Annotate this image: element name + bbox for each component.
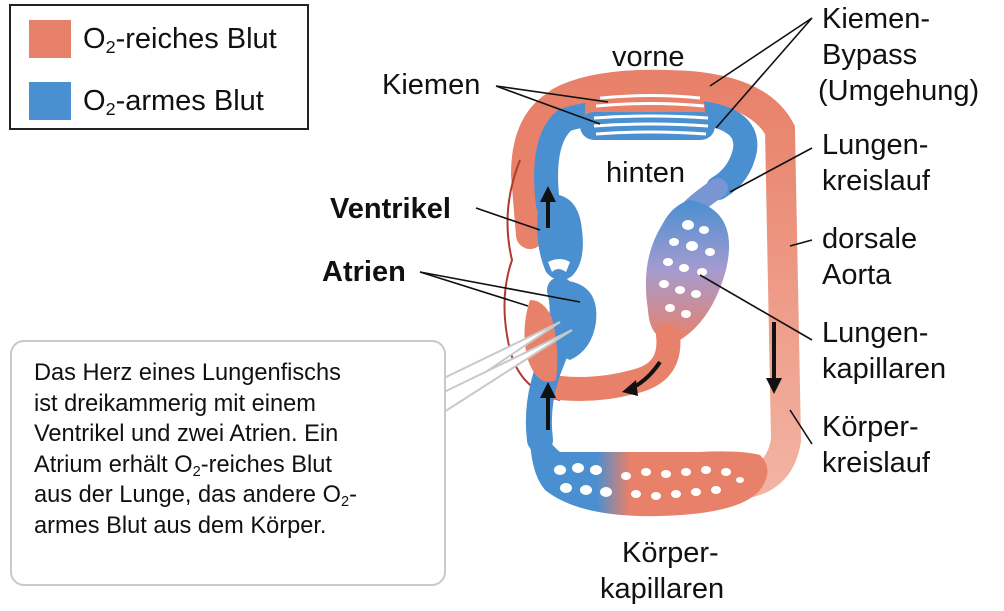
label-vorne: vorne xyxy=(612,41,685,73)
label-lungenkapillaren-line2: kapillaren xyxy=(822,353,947,385)
label-kiemen: Kiemen xyxy=(382,69,481,101)
legend-label-oxygen-rich: O2-reiches Blut xyxy=(83,23,277,58)
callout-line-1: Das Herz eines Lungenfischs xyxy=(34,360,341,386)
label-koerperkreislauf-line1: Körper- xyxy=(822,411,919,443)
gills xyxy=(580,90,715,140)
legend: O2-reiches Blut O2-armes Blut xyxy=(9,4,309,130)
label-lungenkapillaren-line1: Lungen- xyxy=(822,317,929,349)
label-bypass-line3: (Umgehung) xyxy=(818,75,980,107)
callout-line-2: ist dreikammerig mit einem xyxy=(34,390,316,417)
callout-line-4: Atrium erhält O2-reiches Blut xyxy=(34,451,332,480)
atrium-right xyxy=(555,280,597,360)
heart-outline xyxy=(503,159,561,401)
dorsal-aorta-vessel xyxy=(545,69,802,499)
label-aorta-line1: dorsale xyxy=(822,223,918,255)
leader-lines xyxy=(419,17,813,445)
flow-arrows xyxy=(540,186,782,430)
legend-swatch-oxygen-poor xyxy=(29,82,71,120)
callout-box: Das Herz eines Lungenfischs ist dreikamm… xyxy=(10,340,446,586)
label-atrien: Atrien xyxy=(322,256,406,288)
label-koerperkreislauf-line2: kreislauf xyxy=(822,447,930,479)
label-koerperkapillaren-line2: kapillaren xyxy=(600,573,725,605)
body-capillary-dots xyxy=(554,463,744,500)
label-koerperkapillaren-line1: Körper- xyxy=(622,537,719,569)
callout-line-6: armes Blut aus dem Körper. xyxy=(34,512,327,539)
callout-line-3: Ventrikel und zwei Atrien. Ein xyxy=(34,421,339,448)
label-lungenkreislauf-line1: Lungen- xyxy=(822,129,929,161)
atrium-left xyxy=(524,300,558,382)
label-bypass-line2: Bypass xyxy=(822,39,918,71)
label-aorta-line2: Aorta xyxy=(822,259,892,291)
callout-line-5: aus der Lunge, das andere O2- xyxy=(34,482,357,511)
label-bypass-line1: Kiemen- xyxy=(822,3,930,35)
legend-label-oxygen-poor: O2-armes Blut xyxy=(83,85,264,120)
pulmonary-vein xyxy=(548,323,681,401)
label-hinten: hinten xyxy=(606,157,686,189)
label-lungenkreislauf-line2: kreislauf xyxy=(822,165,930,197)
label-ventrikel: Ventrikel xyxy=(330,193,451,225)
legend-swatch-oxygen-rich xyxy=(29,20,71,58)
